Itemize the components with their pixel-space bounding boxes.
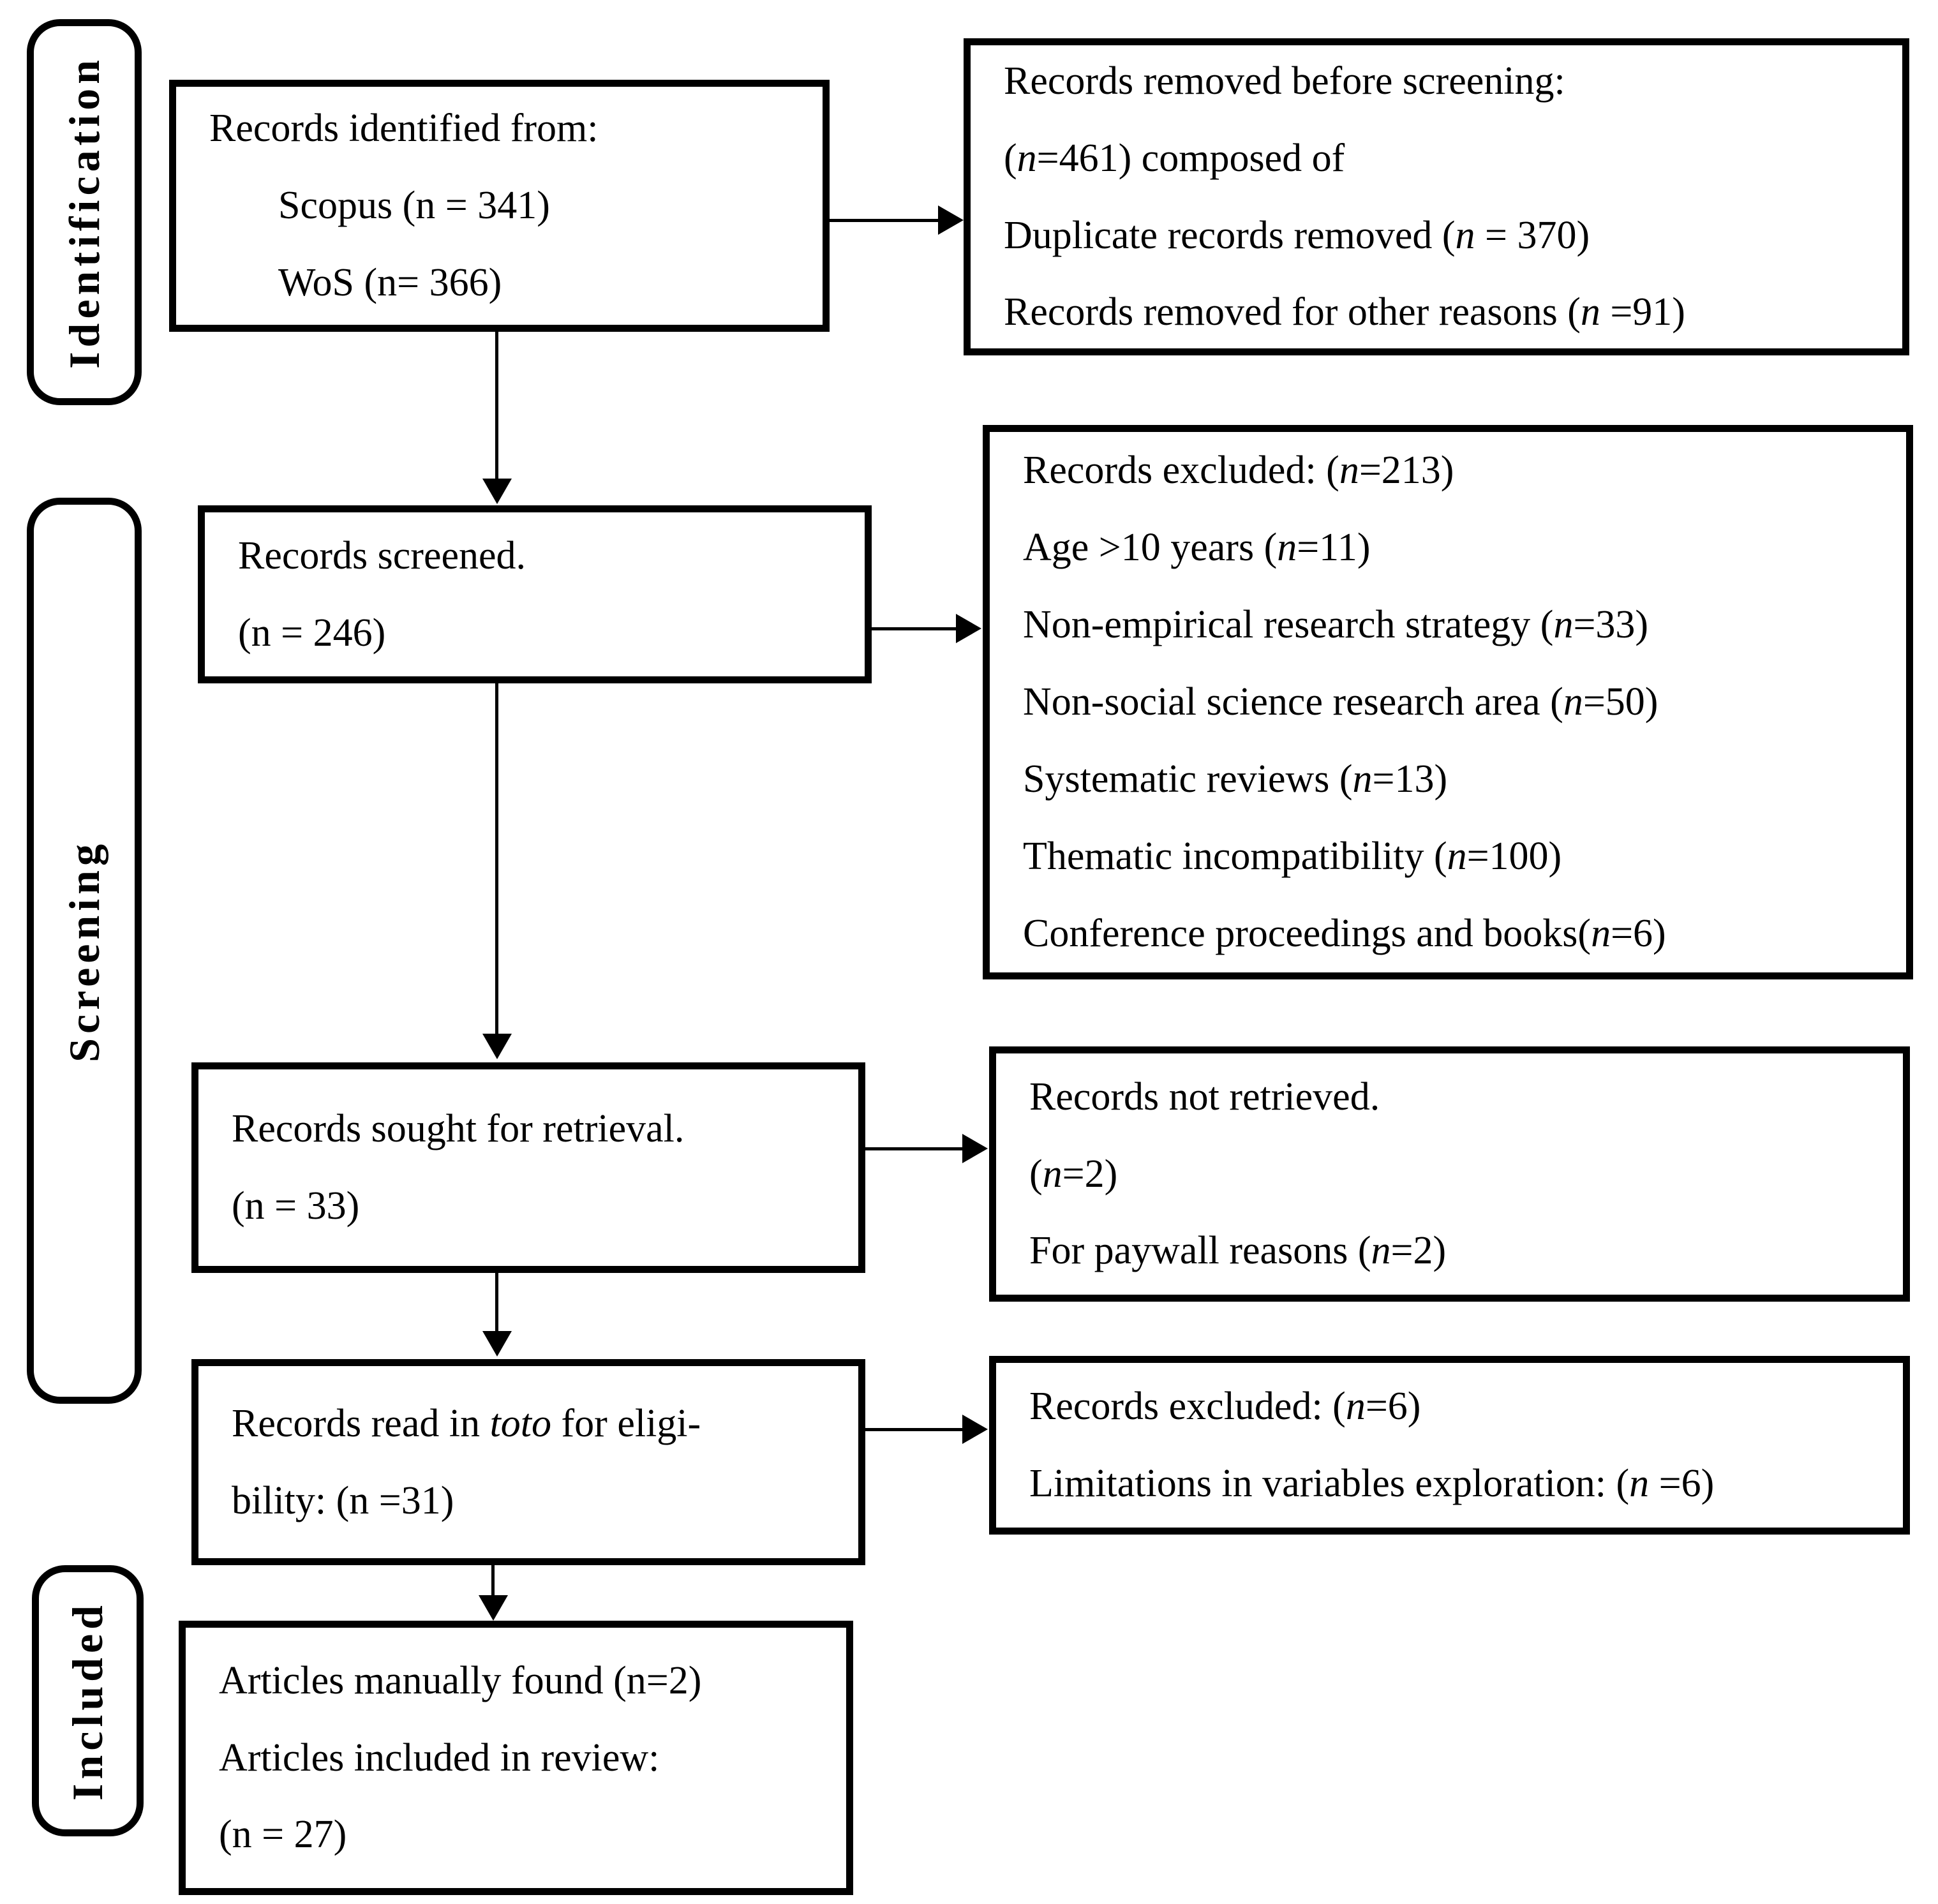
text-line: Age >10 years (n=11) <box>1023 526 1371 570</box>
text-line: (n=2) <box>1029 1152 1118 1196</box>
box-records-read-in-toto: Records read in toto for eligi-bility: (… <box>191 1359 865 1565</box>
box-records-removed-before-screening: Records removed before screening: (n=461)… <box>964 38 1909 355</box>
text-line: Thematic incompatibility (n=100) <box>1023 834 1562 878</box>
box-records-screened: Records screened. (n = 246) <box>198 505 872 683</box>
arrow-line <box>830 219 939 222</box>
stage-included-label: Included <box>63 1601 112 1801</box>
arrowhead <box>956 614 981 643</box>
stage-identification-label: Identification <box>59 56 108 369</box>
text-line: (n = 33) <box>232 1184 360 1228</box>
text-line: Records identified from: <box>209 107 599 151</box>
text-line: Conference proceedings and books(n=6) <box>1023 911 1666 955</box>
text-line: Records excluded: (n=6) <box>1029 1385 1421 1429</box>
text-line: Records not retrieved. <box>1029 1075 1380 1119</box>
arrowhead <box>482 1034 512 1059</box>
text-line: Records removed before screening: <box>1004 59 1565 103</box>
box-records-identified: Records identified from: Scopus (n = 341)… <box>169 80 830 332</box>
box-records-sought: Records sought for retrieval. (n = 33) <box>191 1062 865 1273</box>
text-line: Systematic reviews (n=13) <box>1023 757 1448 801</box>
stage-identification: Identification <box>27 19 142 405</box>
arrow-line <box>865 1147 965 1150</box>
arrowhead <box>962 1415 988 1444</box>
text-line: For paywall reasons (n=2) <box>1029 1229 1447 1273</box>
arrow-line <box>495 683 498 1036</box>
stage-included: Included <box>32 1565 144 1836</box>
arrow-line <box>491 1565 495 1598</box>
text-line: Records removed for other reasons (n =91… <box>1004 290 1685 334</box>
stage-screening-label: Screening <box>59 839 108 1062</box>
text-line: Scopus (n = 341) <box>278 184 550 228</box>
box-articles-included: Articles manually found (n=2) Articles in… <box>179 1621 853 1895</box>
box-records-not-retrieved: Records not retrieved. (n=2) For paywall r… <box>989 1046 1910 1302</box>
text-line: Non-social science research area (n=50) <box>1023 680 1658 724</box>
text-line: Records sought for retrieval. <box>232 1107 685 1151</box>
text-line: Duplicate records removed (n = 370) <box>1004 213 1590 257</box>
text-line: Articles manually found (n=2) <box>219 1658 702 1702</box>
arrowhead <box>482 479 512 504</box>
arrow-line <box>495 1273 498 1334</box>
text-line: Records excluded: (n=213) <box>1023 449 1454 493</box>
text-line: Limitations in variables exploration: (n… <box>1029 1462 1715 1505</box>
arrow-line <box>872 627 958 630</box>
text-line: bility: (n =31) <box>232 1478 454 1522</box>
text-line: Records screened. <box>238 533 526 577</box>
arrow-line <box>495 332 498 481</box>
arrowhead <box>938 205 964 235</box>
box-records-excluded-eligibility: Records excluded: (n=6) Limitations in va… <box>989 1356 1910 1535</box>
box-records-excluded-screening: Records excluded: (n=213) Age >10 years (… <box>983 425 1913 979</box>
arrowhead <box>482 1331 512 1357</box>
text-line: Records read in toto for eligi- <box>232 1401 701 1445</box>
stage-screening: Screening <box>27 498 142 1404</box>
text-line: (n=461) composed of <box>1004 136 1345 180</box>
arrow-line <box>865 1428 965 1431</box>
arrowhead <box>479 1595 508 1621</box>
text-line: WoS (n= 366) <box>278 260 502 304</box>
text-line: Articles included in review: <box>219 1736 660 1780</box>
arrowhead <box>962 1134 988 1163</box>
text-line: (n = 246) <box>238 611 386 655</box>
text-line: (n = 27) <box>219 1813 347 1857</box>
text-line: Non-empirical research strategy (n=33) <box>1023 603 1649 647</box>
